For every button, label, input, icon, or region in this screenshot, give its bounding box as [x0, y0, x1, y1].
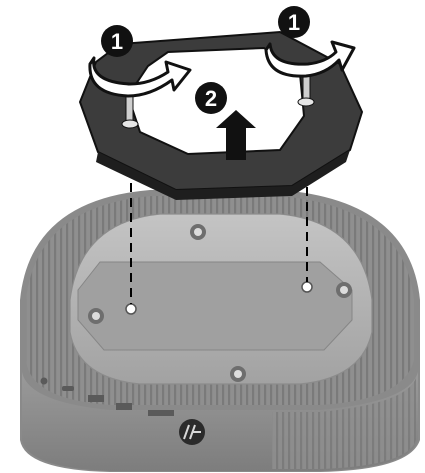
step-badge-left: 1	[101, 25, 133, 57]
step-badge-right: 1	[278, 6, 310, 38]
usb-c-port	[62, 386, 74, 391]
device-mount-recess	[78, 262, 352, 350]
mounting-screw-right	[336, 282, 352, 298]
mount-hole-left	[126, 304, 136, 314]
step-badge-lift: 2	[195, 82, 227, 114]
usb-a-port-1	[88, 395, 104, 402]
card-slot	[148, 410, 174, 416]
step-number-right: 1	[288, 10, 300, 35]
hp-logo-icon	[179, 419, 205, 445]
mounting-screw-left	[88, 308, 104, 324]
usb-a-port-2	[116, 403, 132, 410]
step-number-left: 1	[111, 29, 123, 54]
mounting-screw-bottom	[230, 366, 246, 382]
vesa-bracket	[80, 32, 362, 200]
mounting-screw-top	[190, 224, 206, 240]
audio-jack	[41, 378, 48, 385]
mount-hole-right	[302, 282, 312, 292]
thin-client-device	[20, 190, 420, 472]
step-number-lift: 2	[205, 86, 217, 111]
